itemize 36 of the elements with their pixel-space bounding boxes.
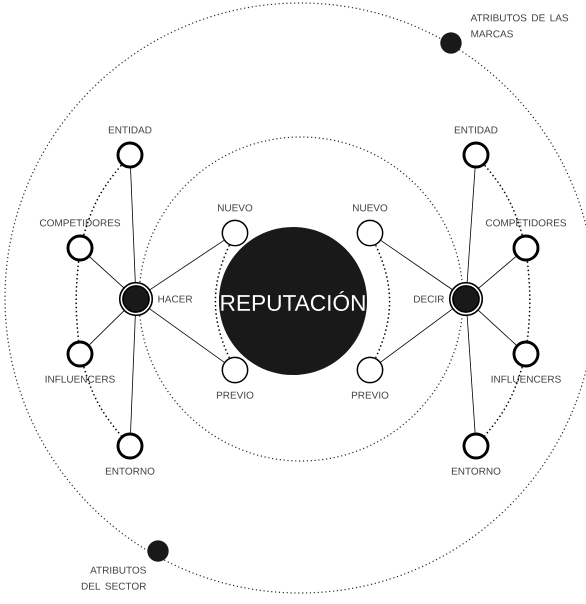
node-label: COMPETIDORES [486, 219, 566, 226]
node-label: ATRIBUTOS DE LAS MARCAS [470, 14, 568, 38]
connector-line [130, 314, 136, 433]
dotted-arc [214, 244, 230, 358]
node-label: HACER [158, 295, 192, 303]
node-label: ENTIDAD [454, 126, 498, 134]
connector-line [130, 168, 136, 284]
dotted-arc [526, 261, 531, 341]
dotted-arc [374, 244, 390, 358]
connector-line [89, 309, 126, 345]
node-label: COMPETIDORES [40, 219, 120, 226]
node-label: ENTIDAD [108, 126, 152, 134]
connector-line [477, 309, 516, 346]
dotted-arc [75, 261, 80, 341]
node-label: PREVIO [352, 392, 388, 399]
connector-line [90, 256, 125, 289]
connector-line [466, 314, 476, 433]
connector-line [477, 256, 516, 290]
node-label: NUEVO [218, 204, 252, 212]
node-label: ATRIBUTOS DEL SECTOR [82, 566, 146, 590]
node-label: PREVIO [216, 392, 254, 399]
dotted-arc [484, 164, 523, 236]
connector-line [380, 240, 454, 291]
connector-line [380, 308, 454, 362]
node-label: INFLUENCERS [46, 376, 115, 383]
dotted-arc [83, 366, 122, 436]
node-label: ENTORNO [106, 468, 154, 475]
node-label: INFLUENCERS [492, 376, 561, 383]
connector-line [466, 168, 476, 284]
node-label: DECIR [414, 295, 444, 303]
connector-line [148, 240, 224, 291]
node-label: NUEVO [353, 204, 388, 212]
dotted-arc [484, 366, 523, 436]
node-label: ENTORNO [452, 468, 500, 475]
dotted-arc [83, 164, 122, 236]
connector-line [148, 308, 224, 363]
